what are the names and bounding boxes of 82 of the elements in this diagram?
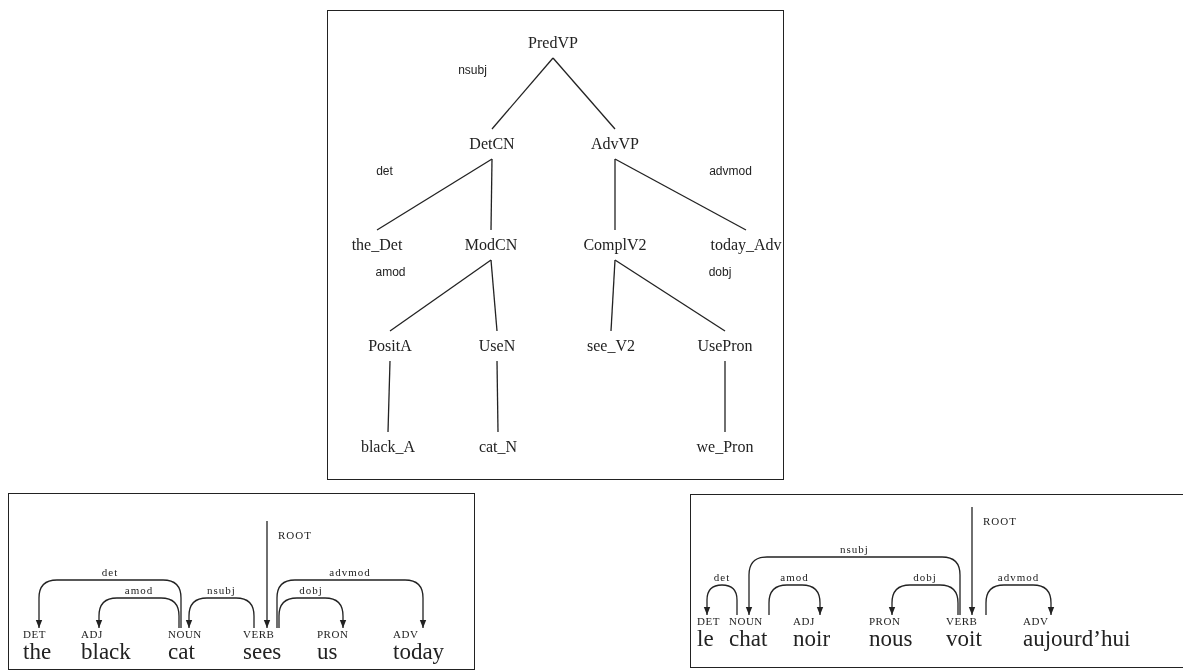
word-token: black — [81, 641, 131, 663]
tree-node-label: ModCN — [462, 230, 520, 260]
edge-label: nsubj — [458, 62, 487, 77]
part-of-speech-tag: ADV — [393, 628, 419, 641]
tree-branch — [614, 158, 747, 231]
edge-label: nsubj — [206, 584, 237, 596]
tree-branch — [376, 158, 493, 231]
part-of-speech-tag: NOUN — [168, 628, 202, 641]
tree-branch — [610, 259, 616, 332]
panel-frame — [8, 493, 475, 670]
part-of-speech-tag: ADV — [1023, 615, 1049, 628]
tree-node-label: UseN — [476, 331, 518, 361]
edge-label: advmod — [996, 571, 1041, 583]
dependency-arc — [35, 579, 182, 629]
tree-branch — [491, 57, 554, 130]
word-token: voit — [946, 628, 982, 650]
tree-branch — [387, 360, 391, 433]
edge-label: det — [376, 163, 393, 178]
word-token: cat — [168, 641, 195, 663]
part-of-speech-tag: PRON — [317, 628, 349, 641]
tree-node-label: DetCN — [467, 129, 517, 159]
tree-node-label: today_Adv — [708, 230, 784, 260]
tree-node-label: AdvVP — [589, 129, 641, 159]
tree-branch — [496, 360, 499, 433]
edge-label: dobj — [912, 571, 938, 583]
word-token: today — [393, 641, 445, 663]
part-of-speech-tag: VERB — [946, 615, 978, 628]
dependency-arc — [745, 556, 961, 616]
edge-label: ROOT — [277, 529, 313, 541]
tree-branch — [614, 259, 726, 332]
dependency-arc — [276, 579, 427, 629]
tree-node-label: we_Pron — [694, 432, 756, 462]
dependency-arc — [703, 584, 738, 616]
tree-node-label: UsePron — [695, 331, 755, 361]
dependency-arc — [278, 597, 347, 629]
edge-label: amod — [123, 584, 155, 596]
word-token: us — [317, 641, 338, 663]
tree-branch — [389, 259, 492, 332]
edge-label: dobj — [708, 264, 732, 279]
edge-label: ROOT — [982, 515, 1018, 527]
tree-branch — [490, 158, 493, 231]
tree-node-label: black_A — [358, 432, 418, 462]
edge-label: dobj — [298, 584, 324, 596]
dependency-arc — [768, 584, 824, 616]
part-of-speech-tag: DET — [697, 615, 720, 628]
tree-branch — [552, 57, 616, 130]
part-of-speech-tag: ADJ — [81, 628, 103, 641]
word-token: le — [697, 628, 714, 650]
tree-node-label: ComplV2 — [581, 230, 649, 260]
root-arrow — [263, 520, 271, 629]
edge-label: det — [100, 566, 120, 578]
tree-branch — [614, 158, 616, 231]
edge-label: advmod — [328, 566, 372, 578]
word-token: noir — [793, 628, 831, 650]
edge-label: det — [712, 571, 732, 583]
dependency-arc — [95, 597, 180, 629]
panel-frame — [327, 10, 784, 480]
part-of-speech-tag: NOUN — [729, 615, 763, 628]
word-token: nous — [869, 628, 913, 650]
edge-label: amod — [375, 264, 406, 279]
root-arrow — [968, 506, 976, 616]
tree-node-label: PositA — [366, 331, 414, 361]
tree-node-label: see_V2 — [585, 331, 637, 361]
tree-branch — [490, 259, 498, 332]
part-of-speech-tag: VERB — [243, 628, 275, 641]
dependency-arc — [888, 584, 959, 616]
word-token: aujourd’hui — [1023, 628, 1131, 650]
part-of-speech-tag: PRON — [869, 615, 901, 628]
edge-label: nsubj — [839, 543, 870, 555]
dependency-arc — [985, 584, 1055, 616]
edge-label: advmod — [709, 163, 752, 178]
part-of-speech-tag: DET — [23, 628, 46, 641]
word-token: the — [23, 641, 52, 663]
tree-node-label: the_Det — [349, 230, 405, 260]
tree-branch — [724, 360, 726, 433]
part-of-speech-tag: ADJ — [793, 615, 815, 628]
tree-node-label: cat_N — [476, 432, 520, 462]
word-token: chat — [729, 628, 768, 650]
dependency-arc — [185, 597, 255, 629]
tree-node-label: PredVP — [526, 28, 580, 58]
edge-label: amod — [779, 571, 810, 583]
word-token: sees — [243, 641, 282, 663]
